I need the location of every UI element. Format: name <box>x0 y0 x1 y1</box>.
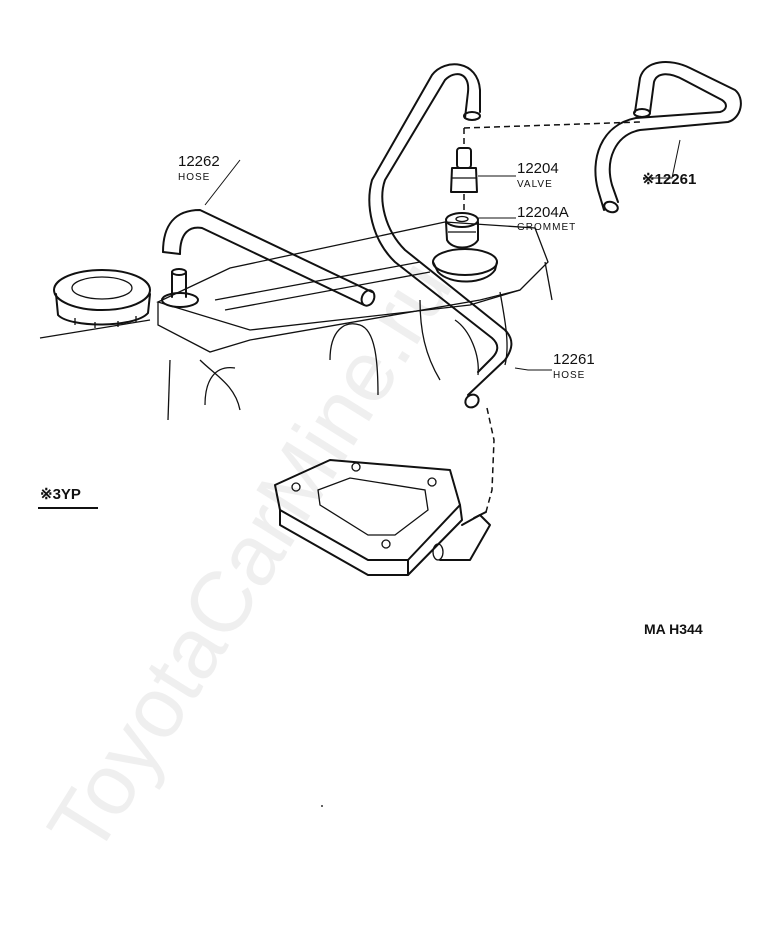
pcv-valve <box>450 147 478 193</box>
variant-note: ※3YP <box>40 486 81 503</box>
grommet-number: 12204A <box>517 204 569 221</box>
hose-main-name: HOSE <box>553 370 585 381</box>
figure-reference: MA H344 <box>644 621 703 637</box>
engine-nipple <box>161 268 199 308</box>
oil-filler-cap <box>53 269 151 328</box>
hose-main-number: 12261 <box>553 351 595 368</box>
hose-12261-alt <box>594 61 742 214</box>
hose-left-number: 12262 <box>178 153 220 170</box>
engine-block <box>39 221 553 421</box>
stray-dot <box>321 805 323 807</box>
hose-12261-main <box>368 63 513 409</box>
grommet-base <box>432 248 498 283</box>
hose-12262 <box>162 209 376 307</box>
hose-left-name: HOSE <box>178 172 210 183</box>
watermark: ToyotaCarMine.ru <box>30 244 471 870</box>
grommet-name: GROMMET <box>517 222 576 233</box>
hose-alt-number: ※12261 <box>642 171 696 188</box>
connection-lines <box>463 121 641 513</box>
leader-lines <box>204 139 681 371</box>
grommet <box>445 212 479 249</box>
carburetor-spacer <box>274 459 491 576</box>
valve-name: VALVE <box>517 179 553 190</box>
valve-number: 12204 <box>517 160 559 177</box>
